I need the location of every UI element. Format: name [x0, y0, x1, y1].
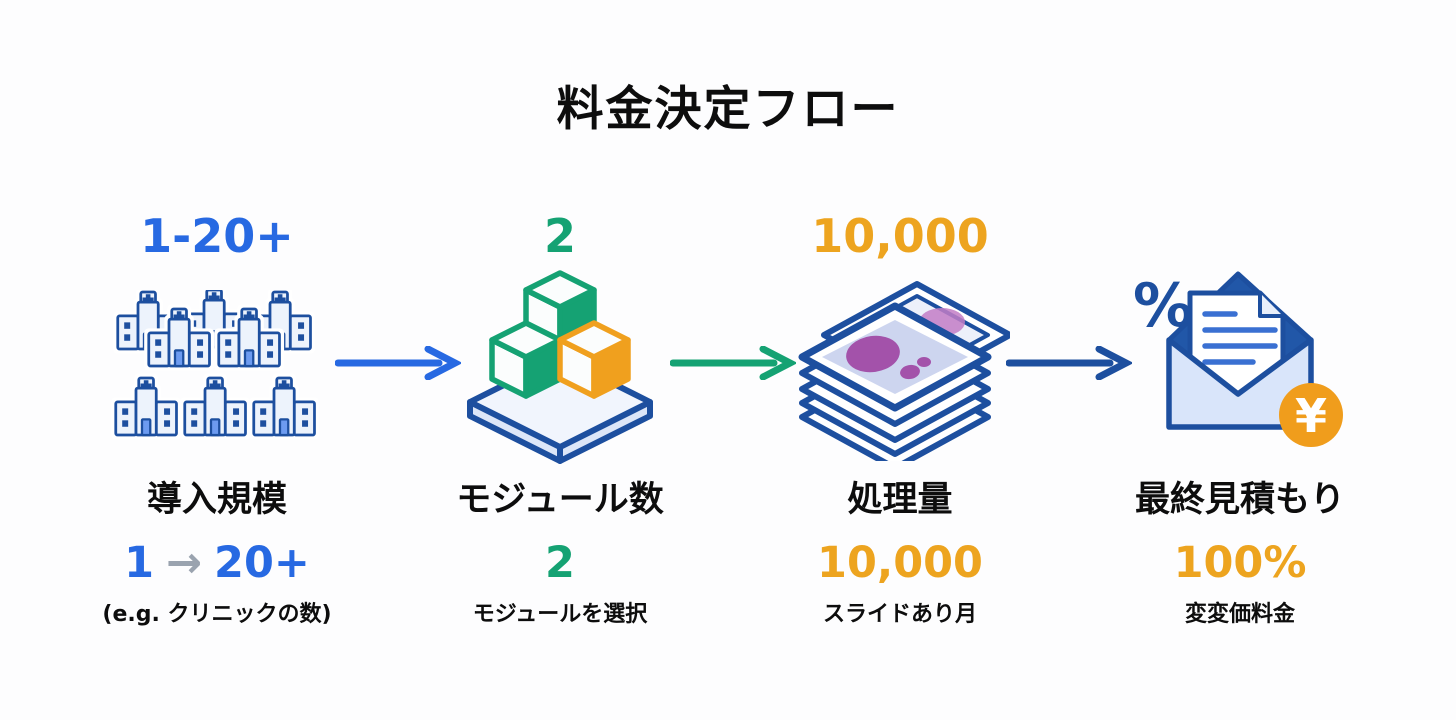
- orange-cube: [557, 320, 631, 399]
- page-title: 料金決定フロー: [556, 82, 900, 137]
- green-cube-left: [489, 320, 563, 399]
- step-final-estimate: % ¥ 最終見積もり: [1085, 205, 1395, 628]
- scale-sub-value: 1→20+: [62, 538, 372, 588]
- scale-to: 20+: [214, 538, 310, 588]
- yen-icon: ¥: [1295, 389, 1327, 443]
- estimate-note: 変変価料金: [1184, 602, 1295, 627]
- green-cube-top: [523, 270, 597, 349]
- volume-value: 10,000: [811, 209, 989, 263]
- scale-range-value: 1-20+: [140, 209, 294, 263]
- step-module-count: 2: [405, 205, 715, 628]
- module-cubes-svg: [467, 270, 653, 464]
- flow-arrow-3: [1006, 346, 1132, 380]
- right-arrow-glyph: →: [166, 538, 203, 588]
- estimate-sub-value: 100%: [1173, 538, 1307, 588]
- estimate-envelope-svg: % ¥: [1133, 271, 1343, 447]
- letter-text-lines: [1202, 311, 1278, 365]
- step-deployment-scale: 1-20+: [62, 205, 372, 628]
- volume-label: 処理量: [847, 480, 953, 520]
- volume-note: スライドあり月: [822, 602, 977, 627]
- slide-stack-icon: [745, 267, 1055, 463]
- clinic-buildings-icon: [62, 267, 372, 463]
- estimate-top-spacer: [1085, 205, 1395, 267]
- module-cubes-icon: [405, 267, 715, 464]
- tissue-blob: [846, 335, 900, 373]
- clinic-buildings-svg: [101, 290, 333, 440]
- step-processing-volume: 10,000: [745, 205, 1055, 628]
- scale-label: 導入規模: [146, 480, 287, 520]
- front-slide: [798, 302, 992, 412]
- slide-stack-svg: [798, 281, 1010, 461]
- flow-arrow-2: [670, 346, 796, 380]
- flow-arrow-1: [335, 346, 461, 380]
- estimate-label: 最終見積もり: [1134, 480, 1345, 520]
- module-sub-value: 2: [545, 538, 575, 588]
- module-count-value: 2: [543, 209, 576, 263]
- scale-from: 1: [124, 538, 154, 588]
- estimate-envelope-icon: % ¥: [1085, 267, 1395, 463]
- module-note: モジュールを選択: [472, 602, 648, 627]
- volume-sub-value: 10,000: [817, 538, 983, 588]
- yen-badge: ¥: [1279, 383, 1343, 447]
- scale-note: (e.g. クリニックの数): [102, 602, 332, 627]
- module-label: モジュール数: [456, 480, 664, 520]
